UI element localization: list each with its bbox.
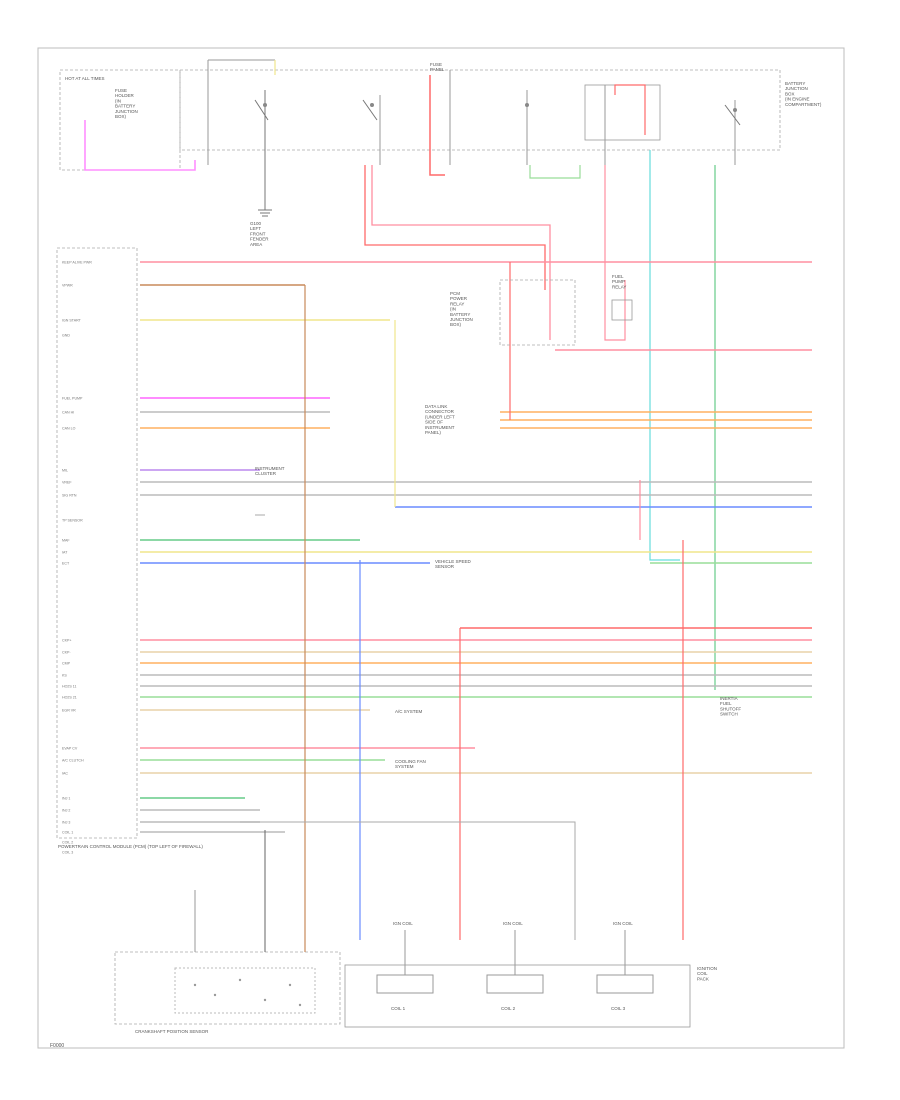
coil-group: COIL 1 IGN COIL COIL 2 IGN COIL COIL 3 IGN CO… [376,921,654,1011]
page-border [37,47,845,1049]
fuse-box-main [179,69,781,151]
pcm-pin-labels: KEEP ALIVE PWR VPWR IGN START GND FUEL PUMP C… [62,261,92,855]
pcm-pin-label: KS [62,674,67,678]
coil-label: COIL 2 [501,1006,516,1011]
pcm-pin-label: INJ 3 [62,821,70,825]
pcm-pin-label: INJ 2 [62,809,70,813]
pcm-pin-label: HO2S 21 [62,696,77,700]
coil-label: COIL 1 [391,1006,406,1011]
harness-wires [140,261,812,833]
pcm-pin-label: IAT [62,551,68,555]
ckp-sensor-internals [174,967,316,1014]
coil-sublabel: IGN COIL [503,921,523,926]
pcm-pin-label: A/C CLUTCH [62,759,84,763]
pcm-pin-label: TP SENSOR [62,519,83,523]
coil-pack-box [344,964,691,1028]
pcm-pin-label: VPWR [62,284,73,288]
fuse-box-left [59,69,181,171]
pcm-pin-label: FUEL PUMP [62,397,83,401]
fuse-holder-title: HOT AT ALL TIMES [65,76,105,81]
pcm-pin-label: CMP [62,662,71,666]
coil-icon [596,974,654,994]
pcm-pin-label: COIL 2 [62,841,73,845]
pcm-pin-label: ECT [62,562,70,566]
pcm-pin-label: HO2S 11 [62,685,77,689]
fuel-pump-relay-box [611,299,633,321]
pcm-pin-label: VREF [62,481,72,485]
pcm-pin-label: COIL 3 [62,851,73,855]
coil-sublabel: IGN COIL [613,921,633,926]
relay-inner-box [584,84,661,141]
pcm-pin-label: MAF [62,539,70,543]
pcm-pin-label: CAN HI [62,411,74,415]
pcm-pin-label: IAC [62,772,68,776]
coil-icon [486,974,544,994]
pcm-pin-label: EGR VR [62,709,76,713]
pcm-pin-label: IGN START [62,319,82,323]
ac-system-label: A/C SYSTEM [395,709,423,714]
pcm-pin-label: KEEP ALIVE PWR [62,261,92,265]
footer-code: F0000 [50,1043,64,1049]
pcm-pin-label: COIL 1 [62,831,73,835]
ground-icon [258,209,272,217]
pcm-power-relay-box [499,279,576,346]
pcm-pin-label: CKP- [62,651,71,655]
pcm-pin-label: MIL [62,469,68,473]
ckp-sensor-box [114,951,341,1025]
pcm-pin-label: SIG RTN [62,494,77,498]
pcm-connector [56,247,138,839]
pcm-pin-label: CAN LO [62,427,76,431]
pcm-pin-label: CKP+ [62,639,72,643]
coil-sublabel: IGN COIL [393,921,413,926]
pcm-pin-label: INJ 1 [62,797,70,801]
ckp-sensor-title: CRANKSHAFT POSITION SENSOR [135,1029,209,1034]
coil-icon [376,974,434,994]
pcm-title: POWERTRAIN CONTROL MODULE (PCM) (TOP LEF… [58,844,203,849]
relay-contact-icons [254,99,741,126]
coil-label: COIL 3 [611,1006,626,1011]
pcm-pin-label: EVAP CV [62,747,78,751]
pcm-pin-label: GND [62,334,70,338]
